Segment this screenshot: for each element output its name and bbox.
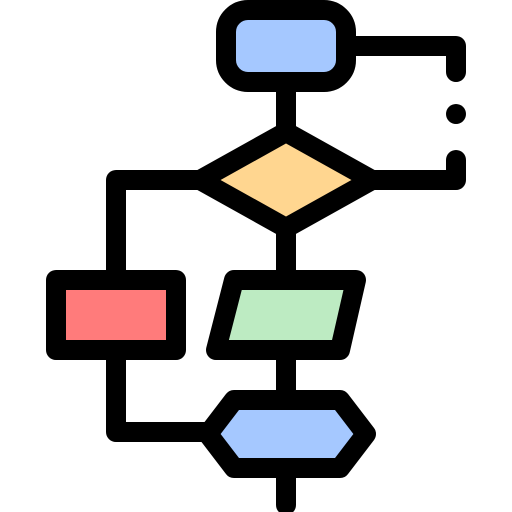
process-rectangle-shape [46,270,186,360]
connector-loop-top [336,36,466,82]
end-hexagon-shape [198,390,376,478]
start-terminal-shape [216,0,356,92]
connector-loop-bottom [364,150,466,190]
connector-decision-to-process [106,170,210,282]
loop-dot [446,104,466,124]
input-output-parallelogram-shape [206,270,366,360]
connector-process-to-end [106,342,222,442]
decision-diamond-shape [190,122,382,238]
